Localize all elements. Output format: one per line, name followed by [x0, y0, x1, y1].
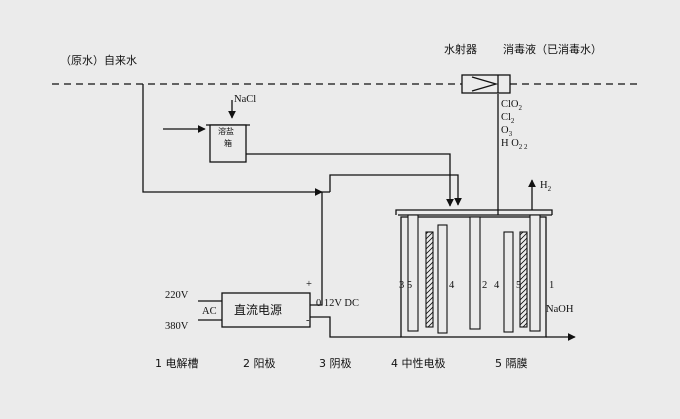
- naoh-label: NaOH: [546, 304, 574, 315]
- cell-label-4a: 4: [449, 280, 455, 291]
- wire-plus: [310, 191, 330, 306]
- cathode-left: [407, 214, 419, 332]
- legend-item: 4 中性电极: [391, 357, 446, 370]
- gas-h2o2: H O2 2: [501, 138, 528, 152]
- neutral-electrode-right: [503, 231, 514, 333]
- gas-clo2: ClO2: [501, 99, 523, 113]
- cell-label-5: 5: [516, 280, 522, 291]
- membrane-left: [425, 231, 434, 328]
- gas-o3: O3: [501, 125, 513, 139]
- gas-cl2: Cl2: [501, 112, 515, 126]
- plus-label: +: [306, 279, 312, 290]
- cell-label-3-5: 3 5: [399, 280, 413, 291]
- neutral-electrode-left: [437, 224, 448, 334]
- cell-label-4b: 4: [494, 280, 500, 291]
- dc-output-label: 0 12V DC: [316, 298, 359, 309]
- brine-tank-label-2: 箱: [224, 139, 232, 148]
- cell-top-left: [395, 209, 553, 215]
- brine-tank-label-1: 溶盐: [218, 127, 234, 136]
- h2-label: H2: [540, 180, 552, 194]
- v380-label: 380V: [165, 321, 189, 332]
- legend-item: 1 电解槽: [155, 357, 199, 370]
- brine-pipe: [246, 153, 454, 207]
- nacl-label: NaCl: [234, 94, 257, 105]
- branch-pipe: [142, 84, 323, 196]
- legend-item: 5 隔膜: [495, 357, 528, 370]
- cathode-right: [529, 214, 541, 332]
- legend-item: 2 阳极: [243, 357, 276, 370]
- wire-minus: [310, 316, 401, 338]
- raw-water-label: （原水）自来水: [60, 54, 137, 67]
- minus-label: -: [306, 315, 310, 326]
- anode: [469, 216, 481, 330]
- legend-item: 3 阴极: [319, 357, 352, 370]
- membrane-right: [519, 231, 528, 328]
- brine-tank: [209, 124, 247, 163]
- ejector-label: 水射器: [444, 43, 477, 56]
- ejector-chevron: [471, 76, 499, 92]
- feed-pipe: [329, 174, 462, 206]
- cell-label-1: 1: [549, 280, 555, 291]
- ac-label: AC: [202, 306, 217, 317]
- power-supply-label: 直流电源: [234, 303, 283, 317]
- v220-label: 220V: [165, 290, 189, 301]
- ejector-box: [461, 74, 511, 94]
- power-supply-box: [221, 292, 311, 328]
- cell-label-2: 2: [482, 280, 488, 291]
- disinfectant-label: 消毒液（已消毒水）: [503, 43, 602, 56]
